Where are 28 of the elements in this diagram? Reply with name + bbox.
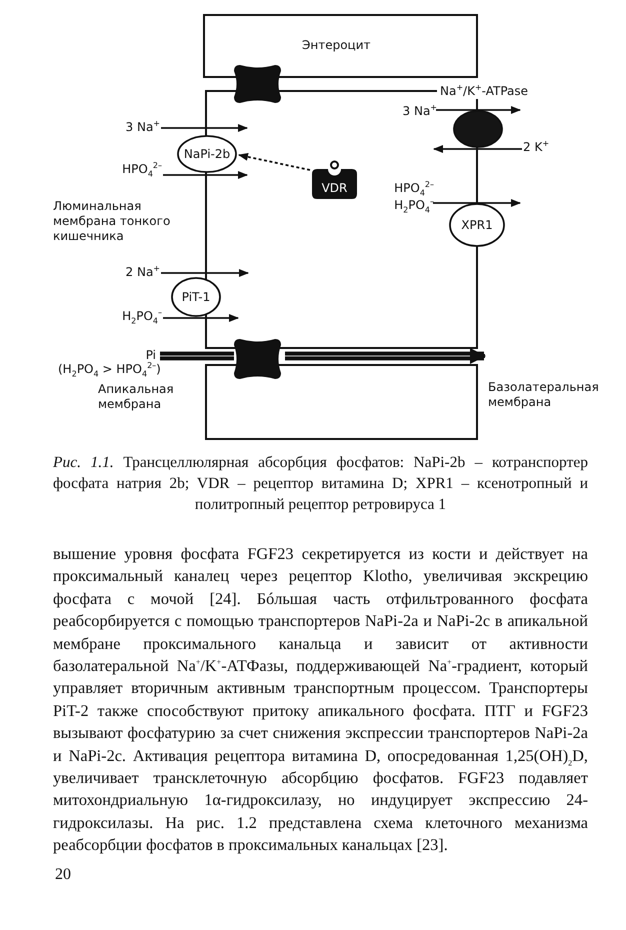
membrane-label: Базолатеральная мембрана (488, 380, 600, 410)
paracellular-arrow (283, 348, 487, 364)
ion-label: 3 Na$^{+}$ (402, 104, 437, 118)
ion-label: 3 Na$^{+}$ (124, 120, 160, 134)
body-paragraph: вышение уровня фосфата FGF23 секретируется из кости и действует на проксимальный каналец через рецептор Klotho, увеличивая экскрецию фосфата с мочой [24]. Бóльшая часть отфильтрованного фосфата реабсорбируется с помощью транспортеров NaPi-2a и NaPi-2c в апикальной мембране проксимального канальца и зависит от активности базолатеральной Na$^{+}$/K$^{+}$-АТФазы, поддерживающей Na$^{+}$-градиент, который управляет вторичным активным транспортным процессом. Транспортеры PiT-2 также способствуют притоку апикального фосфата. ПТГ и FGF23 вызывают фосфатурию за счет снижения экспрессии транспортеров NaPi-2a и NaPi-2c. Активация рецептора витамина D, опосредованная 1,25(OH)$_{2}$D, увеличивает трансклеточную абсорбцию фосфатов. FGF23 подавляет митохондриальную 1α-гидроксилазу, но индуцирует экспрессию 24-гидроксилазы. На рис. 1.2 представлена схема клеточного механизма реабсорбции фосфатов в проксимальных канальцах [23]. (53, 543, 588, 856)
transporter-label: XPR1 (461, 218, 493, 232)
paracellular-arrow (158, 352, 236, 360)
arrow (163, 314, 239, 322)
transporter-label: NaPi-2b (184, 147, 230, 161)
cell-box (205, 364, 478, 440)
arrow (433, 199, 521, 207)
cell-box (203, 14, 478, 78)
membrane-label: Апикальная мембрана (98, 382, 175, 412)
ion-label: 2 Na$^{+}$ (124, 265, 160, 279)
arrow (163, 171, 248, 179)
arrow (161, 269, 249, 277)
dashed-arrow (238, 152, 310, 171)
arrow (161, 124, 248, 132)
ion-label: 2 K$^{+}$ (523, 140, 550, 154)
transporter-label: PiT-1 (182, 290, 210, 304)
receptor-label: VDR (322, 181, 348, 195)
arrow (436, 106, 521, 114)
figure-caption: Рис. 1.1. Трансцеллюлярная абсорбция фосфатов: NaPi-2b – котранспортер фосфата натрия 2b; VDR – рецептор витамина D; XPR1 – ксенотропный и политропный рецептор ретровируса 1 (53, 453, 588, 515)
membrane-label: Люминальная мембрана тонкого кишечника (53, 199, 172, 244)
arrow (433, 145, 522, 153)
ion-label: Pi (144, 348, 156, 362)
cell-label: Энтероцит (302, 38, 371, 52)
page-number: 20 (55, 866, 71, 884)
